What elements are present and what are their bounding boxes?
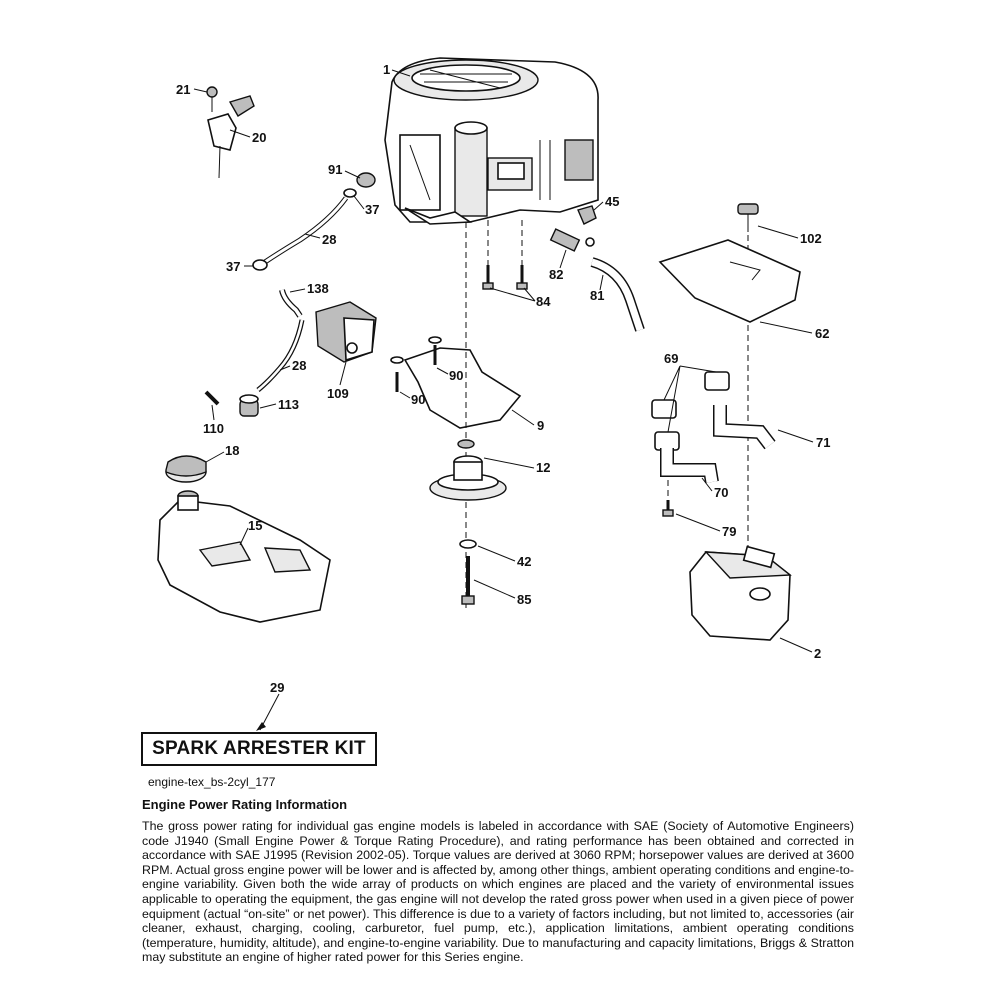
leader-20 — [229, 129, 251, 138]
callout-110: 110 — [203, 421, 224, 436]
hose-clamp-lower-part[interactable] — [252, 259, 268, 271]
leader-21 — [193, 88, 208, 93]
fuel-fitting-part[interactable] — [343, 172, 376, 198]
callout-15: 15 — [248, 518, 262, 533]
leader-37a — [353, 195, 365, 210]
callout-20: 20 — [252, 130, 266, 145]
leader-81 — [599, 274, 604, 291]
callout-71: 71 — [816, 435, 830, 450]
leader-70 — [701, 477, 713, 492]
fuel-tank-part[interactable] — [157, 490, 331, 623]
leader-69 — [663, 365, 717, 433]
washer-part[interactable] — [459, 539, 477, 549]
callout-84: 84 — [536, 294, 551, 309]
shield-knob-part[interactable] — [737, 203, 759, 232]
muffler-part[interactable] — [689, 545, 792, 641]
leader-109 — [339, 361, 347, 386]
engine-pulley-part[interactable] — [429, 439, 507, 501]
info-body: The gross power rating for individual ga… — [142, 819, 854, 965]
leader-12 — [483, 457, 535, 469]
callout-28a: 28 — [322, 232, 336, 247]
callout-42: 42 — [517, 554, 531, 569]
leader-28b — [279, 365, 291, 371]
leader-113 — [259, 403, 277, 409]
fuel-filter-part[interactable] — [315, 301, 377, 363]
spark-arrester-kit-box[interactable]: SPARK ARRESTER KIT — [141, 732, 377, 766]
callout-90a: 90 — [449, 368, 463, 383]
callout-81: 81 — [590, 288, 604, 303]
leader-85 — [473, 579, 516, 599]
callout-69: 69 — [664, 351, 678, 366]
leader-28a — [304, 233, 321, 239]
callout-79: 79 — [722, 524, 736, 539]
callout-138: 138 — [307, 281, 329, 296]
callout-85: 85 — [517, 592, 531, 607]
leader-1 — [391, 69, 411, 77]
heat-shield-part[interactable] — [658, 239, 801, 323]
leader-62 — [759, 321, 813, 334]
leader-91 — [344, 170, 361, 179]
muffler-bolt-part[interactable] — [662, 500, 674, 517]
throttle-control-part[interactable] — [206, 86, 255, 179]
fuel-shutoff-valve-part[interactable] — [549, 228, 595, 252]
plug-part[interactable] — [577, 205, 597, 225]
callout-12: 12 — [536, 460, 550, 475]
leader-82 — [559, 249, 567, 269]
parts-diagram: 1 21 20 91 37 28 37 45 102 82 84 81 62 1… — [157, 57, 830, 731]
callout-9: 9 — [537, 418, 544, 433]
callout-18: 18 — [225, 443, 239, 458]
callout-113: 113 — [278, 397, 299, 412]
callout-90b: 90 — [411, 392, 425, 407]
leader-138 — [289, 288, 306, 293]
leader-79 — [675, 513, 721, 532]
callout-1: 1 — [383, 62, 390, 77]
leader-42 — [477, 545, 516, 562]
callout-21: 21 — [176, 82, 190, 97]
callout-2: 2 — [814, 646, 821, 661]
callout-45: 45 — [605, 194, 619, 209]
leader-84 — [489, 287, 536, 302]
engine-bolts-part[interactable] — [482, 265, 528, 290]
leader-2 — [779, 637, 813, 653]
leader-15 — [239, 527, 249, 546]
callout-37b: 37 — [226, 259, 240, 274]
callout-62: 62 — [815, 326, 829, 341]
callout-82: 82 — [549, 267, 563, 282]
leader-18 — [205, 451, 225, 463]
leader-45 — [593, 201, 604, 211]
exhaust-gaskets-part[interactable] — [651, 371, 730, 451]
leader-71 — [777, 429, 814, 443]
callout-70: 70 — [714, 485, 728, 500]
callout-91: 91 — [328, 162, 342, 177]
leader-110 — [211, 404, 215, 421]
leader-102 — [757, 225, 799, 239]
fuel-hose-lower-part[interactable] — [256, 319, 305, 392]
leader-9 — [511, 409, 535, 426]
callout-109: 109 — [327, 386, 349, 401]
fuel-tee-part[interactable] — [239, 394, 259, 417]
fuel-cap-part[interactable] — [165, 455, 207, 483]
callout-37a: 37 — [365, 202, 379, 217]
callout-102: 102 — [800, 231, 822, 246]
engine-part[interactable] — [384, 57, 599, 225]
spark-arrester-kit-label: SPARK ARRESTER KIT — [152, 738, 366, 759]
bracket-bolts-part[interactable] — [390, 336, 442, 392]
spark-arrester-kit-number: 29 — [270, 680, 285, 695]
pin-part[interactable] — [204, 390, 220, 406]
leader-90b — [399, 391, 411, 399]
info-title: Engine Power Rating Information — [142, 797, 348, 812]
callout-28b: 28 — [292, 358, 306, 373]
pulley-bracket-part[interactable] — [403, 347, 522, 429]
leader-90a — [436, 367, 449, 375]
kit-arrow-head — [256, 722, 266, 731]
diagram-file-id: engine-tex_bs-2cyl_177 — [148, 775, 276, 789]
pulley-bolt-part[interactable] — [461, 556, 475, 605]
